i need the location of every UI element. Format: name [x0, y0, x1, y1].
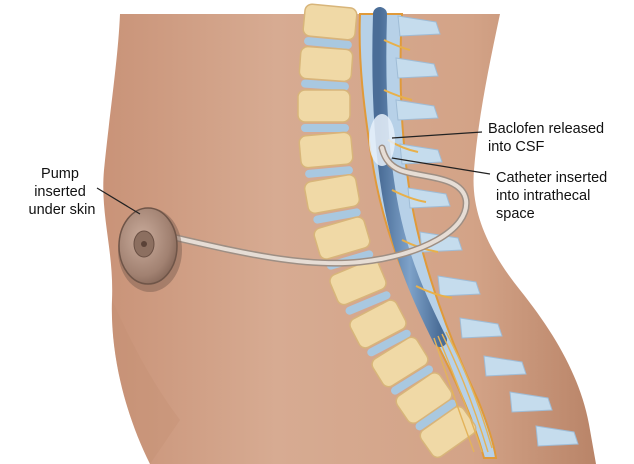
intervertebral-disc [301, 124, 349, 132]
catheter-label-line-2: into intrathecal [496, 188, 590, 204]
baclofen-label-line-2: into CSF [488, 139, 545, 155]
pump-label-line-3: under skin [29, 202, 96, 218]
pump-label: Pump inserted under skin [29, 166, 96, 218]
baclofen-release-cloud [369, 114, 395, 166]
catheter-label-line-3: space [496, 206, 535, 222]
vertebral-body [299, 132, 354, 169]
baclofen-label-line-1: Baclofen released [488, 121, 604, 137]
pump-device-icon [118, 208, 182, 292]
baclofen-label: Baclofen released into CSF [488, 121, 608, 155]
pump-label-line-2: inserted [34, 184, 86, 200]
pump-label-line-1: Pump [41, 166, 79, 182]
catheter-label-line-1: Catheter inserted [496, 170, 607, 186]
vertebral-body [298, 90, 350, 122]
catheter-label: Catheter inserted into intrathecal space [496, 170, 611, 222]
vertebral-body [299, 46, 353, 82]
vertebral-body [303, 4, 358, 41]
